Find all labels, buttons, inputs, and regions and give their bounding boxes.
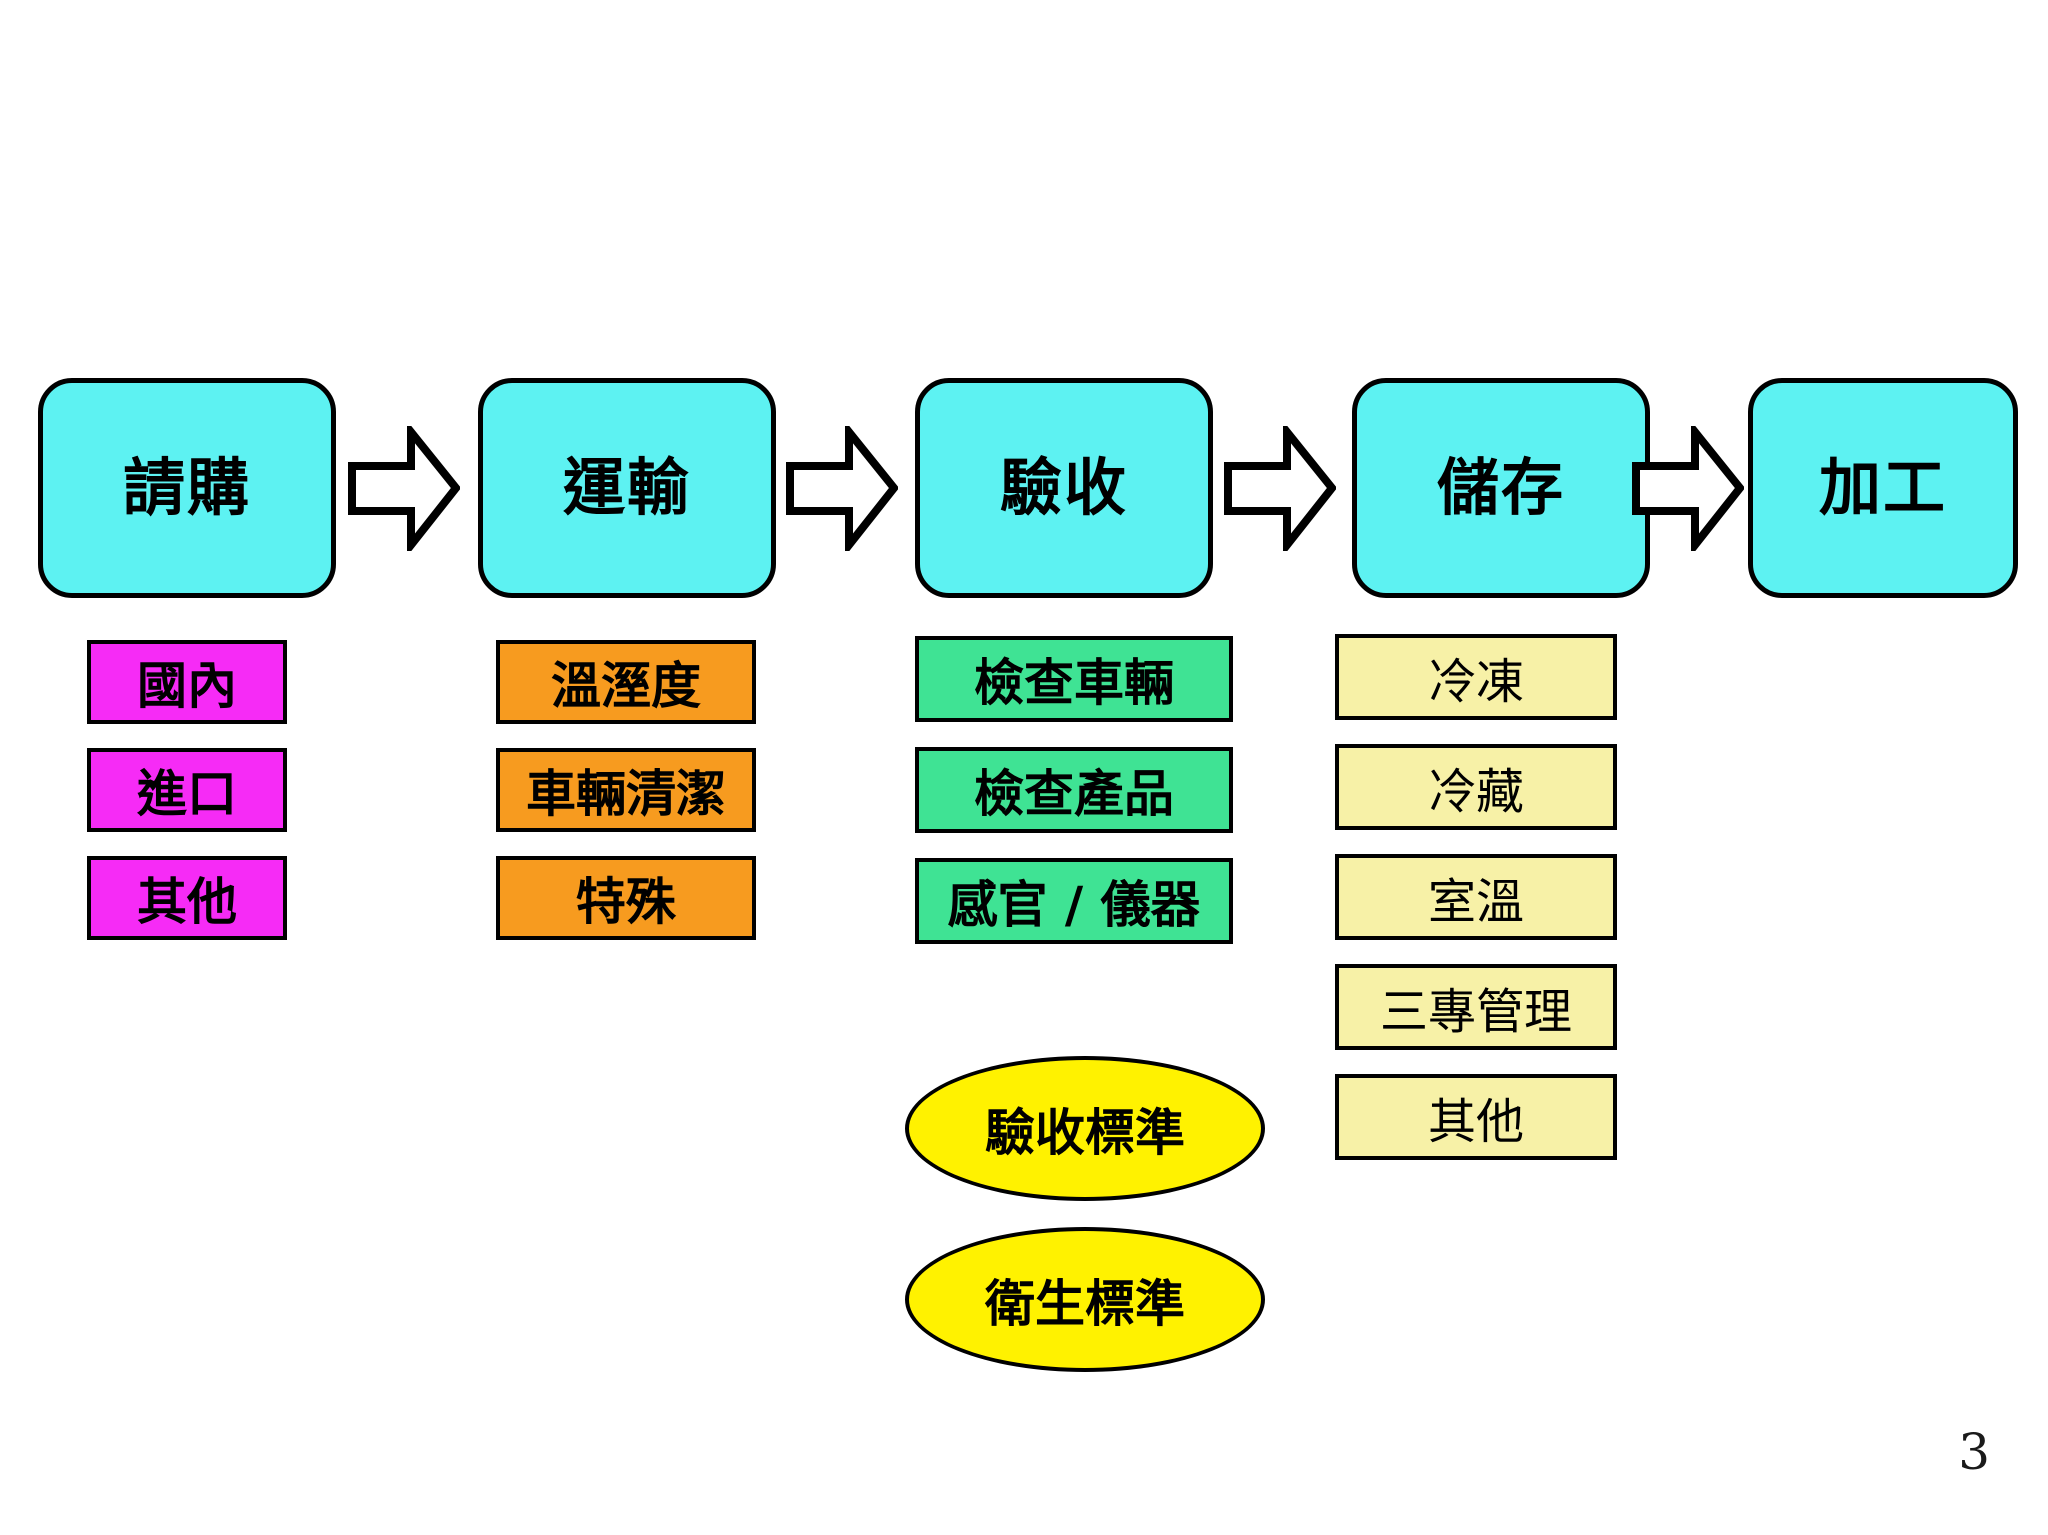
process-step-transport[interactable]: 運輸 <box>478 378 776 598</box>
detail-chip[interactable]: 特殊 <box>496 856 756 940</box>
detail-chip[interactable]: 感官 / 儀器 <box>915 858 1233 944</box>
process-step-storage[interactable]: 儲存 <box>1352 378 1650 598</box>
detail-chip[interactable]: 檢查車輛 <box>915 636 1233 722</box>
detail-chip[interactable]: 冷凍 <box>1335 634 1617 720</box>
detail-column-transport: 溫溼度 車輛清潔 特殊 <box>496 640 756 964</box>
process-step-label: 儲存 <box>1436 451 1565 524</box>
detail-chip[interactable]: 其他 <box>87 856 287 940</box>
detail-column-purchasing: 國內 進口 其他 <box>87 640 287 964</box>
process-step-label: 請購 <box>122 451 251 524</box>
process-step-acceptance[interactable]: 驗收 <box>915 378 1213 598</box>
process-step-label: 運輸 <box>562 451 691 524</box>
acceptance-standards-group: 驗收標準 衛生標準 <box>905 1056 1265 1398</box>
detail-chip[interactable]: 室溫 <box>1335 854 1617 940</box>
detail-column-storage: 冷凍 冷藏 室溫 三專管理 其他 <box>1335 634 1617 1184</box>
right-block-arrow-icon <box>1224 426 1336 551</box>
right-block-arrow-icon <box>786 426 898 551</box>
process-step-label: 驗收 <box>999 451 1128 524</box>
process-step-purchasing[interactable]: 請購 <box>38 378 336 598</box>
detail-chip[interactable]: 車輛清潔 <box>496 748 756 832</box>
detail-chip[interactable]: 進口 <box>87 748 287 832</box>
detail-chip[interactable]: 冷藏 <box>1335 744 1617 830</box>
page-number: 3 <box>1958 1423 1990 1481</box>
process-flow-row: 請購 運輸 驗收 儲存 <box>0 378 2048 603</box>
process-step-processing[interactable]: 加工 <box>1748 378 2018 598</box>
detail-chip[interactable]: 檢查產品 <box>915 747 1233 833</box>
detail-column-acceptance: 檢查車輛 檢查產品 感官 / 儀器 <box>915 636 1233 969</box>
detail-chip[interactable]: 三專管理 <box>1335 964 1617 1050</box>
detail-chip[interactable]: 溫溼度 <box>496 640 756 724</box>
right-block-arrow-icon <box>1632 426 1744 551</box>
detail-chip[interactable]: 其他 <box>1335 1074 1617 1160</box>
right-block-arrow-icon <box>348 426 460 551</box>
standard-ellipse[interactable]: 驗收標準 <box>905 1056 1265 1201</box>
standard-ellipse[interactable]: 衛生標準 <box>905 1227 1265 1372</box>
detail-chip[interactable]: 國內 <box>87 640 287 724</box>
process-step-label: 加工 <box>1818 451 1947 524</box>
